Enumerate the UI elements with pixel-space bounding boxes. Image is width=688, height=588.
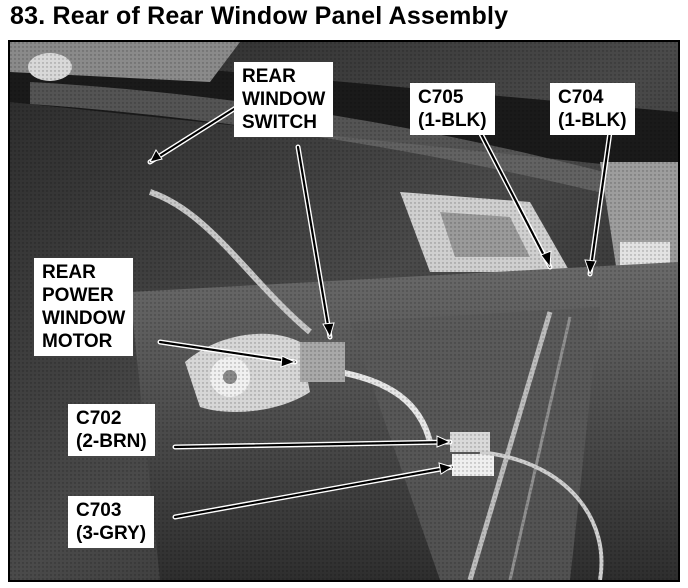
callout-c703: C703 (3-GRY) [68,496,155,548]
callout-c702: C702 (2-BRN) [68,404,155,456]
callout-rear-power-window-motor: REAR POWER WINDOW MOTOR [34,258,134,356]
photo-illustration [10,42,678,580]
photograph [8,40,680,582]
callout-rear-window-switch: REAR WINDOW SWITCH [234,62,334,137]
callout-arrows [147,101,613,520]
callout-c705: C705 (1-BLK) [410,83,495,135]
callout-c704: C704 (1-BLK) [550,83,635,135]
figure-title: 83. Rear of Rear Window Panel Assembly [10,2,509,30]
